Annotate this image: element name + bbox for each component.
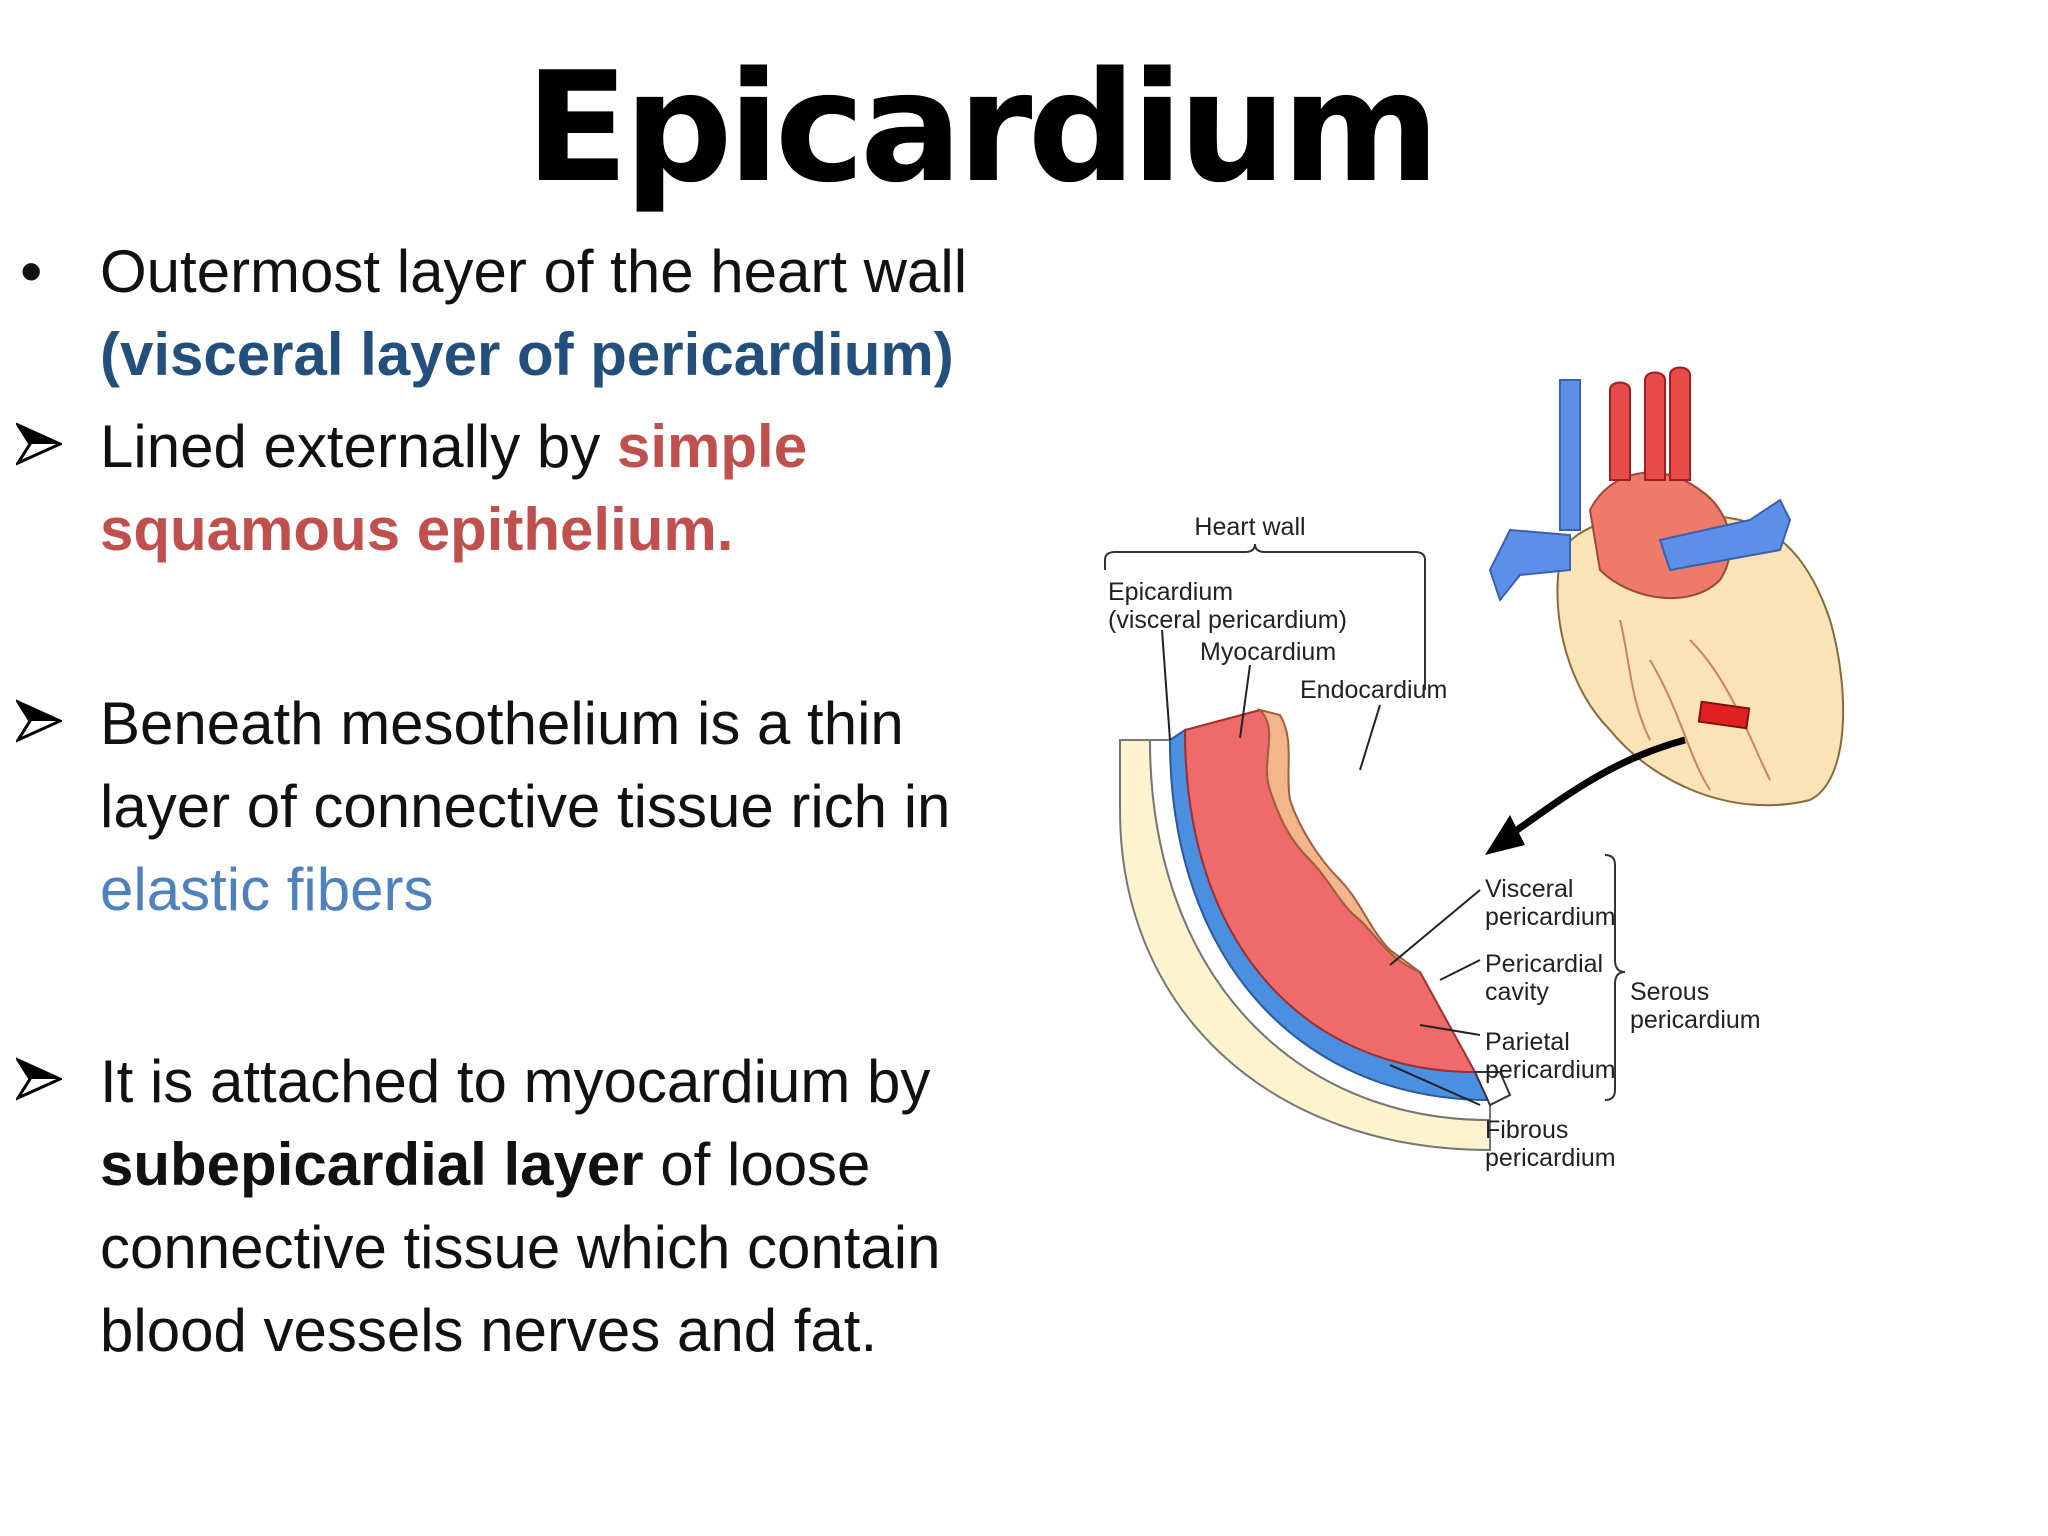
slide-title: Epicardium: [525, 39, 1440, 216]
label-visceral-pericardium-paren: (visceral pericardium): [1108, 606, 1347, 634]
bullet-item-2: Lined externally by simple squamous epit…: [16, 405, 1090, 571]
bullet-1-highlight: (visceral layer of pericardium): [100, 321, 954, 388]
bullet-4-bold: subepicardial layer: [100, 1131, 644, 1198]
label-epicardium: Epicardium: [1108, 578, 1233, 606]
label-myocardium: Myocardium: [1200, 638, 1336, 666]
bullet-3-highlight: elastic fibers: [100, 856, 434, 923]
bullet-4-line-1: It is attached to myocardium by: [100, 1048, 931, 1115]
bullet-item-1: • Outermost layer of the heart wall (vis…: [20, 230, 1090, 396]
label-visceral: Visceral: [1485, 875, 1573, 903]
pointer-arrowhead-icon: [1485, 815, 1525, 855]
serous-bracket: [1604, 854, 1626, 1101]
wall-cross-section: [1119, 708, 1512, 1152]
heart-wall-bracket: [1104, 543, 1426, 690]
bullet-2-highlight-2: squamous epithelium.: [100, 496, 734, 563]
label-parietal-pericardium: pericardium: [1485, 1056, 1616, 1084]
pointer-arrow: [1507, 736, 1686, 838]
bullet-item-3: Beneath mesothelium is a thin layer of c…: [16, 682, 1090, 931]
label-pericardial: Pericardial: [1485, 950, 1603, 978]
bullet-list: • Outermost layer of the heart wall (vis…: [16, 230, 1090, 1372]
heart-wall-diagram: Heart wall Epicardium (visceral pericard…: [1104, 366, 1845, 1172]
label-endocardium: Endocardium: [1300, 676, 1447, 704]
bullet-2-highlight-1: simple: [616, 413, 808, 480]
bullet-4-rest: of loose: [643, 1131, 871, 1198]
bullet-4-line-4: blood vessels nerves and fat.: [100, 1297, 878, 1364]
bullet-item-4: It is attached to myocardium by subepica…: [16, 1040, 1090, 1372]
bullet-3-line-2: layer of connective tissue rich in: [100, 773, 951, 840]
label-parietal: Parietal: [1485, 1028, 1570, 1056]
leader-lines: [1161, 629, 1481, 1106]
label-fibrous: Fibrous: [1485, 1116, 1568, 1144]
label-visceral-pericardium: pericardium: [1485, 903, 1616, 931]
bullet-3-line-1: Beneath mesothelium is a thin: [100, 690, 904, 757]
bullet-2-plain: Lined externally by: [100, 413, 617, 480]
label-serous-pericardium: pericardium: [1630, 1006, 1761, 1034]
bullet-1-line: Outermost layer of the heart wall: [100, 238, 968, 305]
heart-illustration: [1488, 366, 1845, 807]
label-cavity: cavity: [1485, 978, 1549, 1006]
bullet-4-line-3: connective tissue which contain: [100, 1214, 941, 1281]
label-serous: Serous: [1630, 978, 1709, 1006]
bullet-dot-icon: •: [20, 235, 43, 307]
label-heart-wall: Heart wall: [1194, 513, 1305, 541]
heart-wall-figure: Heart wall Epicardium (visceral pericard…: [1090, 360, 1990, 1220]
label-fibrous-pericardium: pericardium: [1485, 1144, 1616, 1172]
